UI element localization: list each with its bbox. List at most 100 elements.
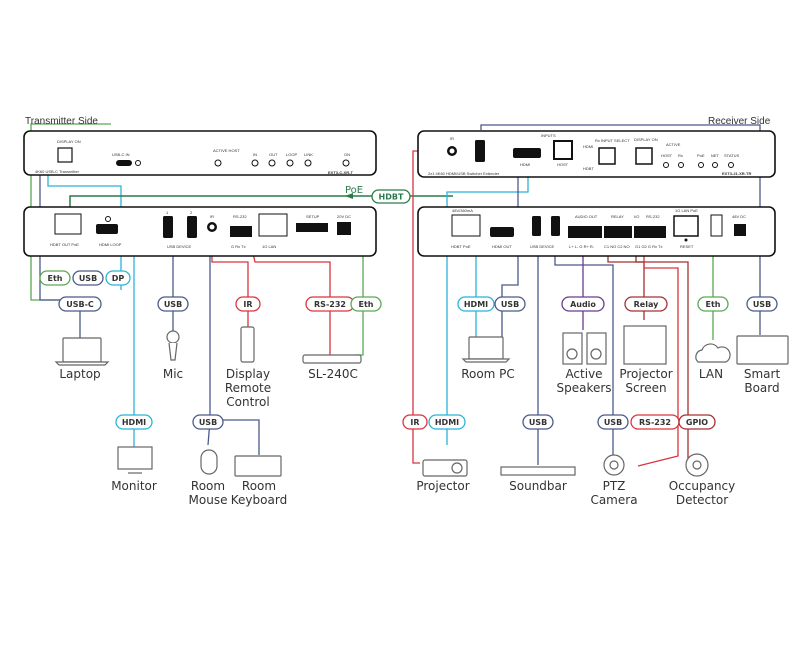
svg-text:IR: IR bbox=[450, 136, 454, 141]
svg-text:USB: USB bbox=[501, 300, 519, 309]
cable-label-rx-rs232: RS-232 bbox=[630, 414, 680, 430]
active-host-label: ACTIVE HOST bbox=[213, 148, 240, 153]
audio-out-port[interactable] bbox=[568, 226, 602, 238]
svg-text:USB: USB bbox=[529, 418, 547, 427]
svg-text:AUDIO OUT: AUDIO OUT bbox=[575, 214, 598, 219]
hdbt-out-port[interactable] bbox=[54, 213, 82, 235]
svg-text:USB: USB bbox=[199, 418, 217, 427]
rx-usb-port-1[interactable] bbox=[532, 216, 541, 236]
endpoint-label-monitor: Monitor bbox=[111, 479, 157, 493]
svg-text:48V/360mA: 48V/360mA bbox=[452, 208, 473, 213]
smart-board-icon bbox=[736, 335, 789, 365]
svg-text:1G LAN PoE: 1G LAN PoE bbox=[675, 208, 698, 213]
hdbt-in-port[interactable] bbox=[451, 214, 481, 237]
cable-usb-mouse bbox=[207, 228, 211, 446]
usb-c-in-label: USB-C IN bbox=[112, 152, 130, 157]
svg-text:DISPLAY ON: DISPLAY ON bbox=[634, 137, 658, 142]
endpoint-label-room-pc: Room PC bbox=[461, 367, 515, 381]
rx-lan-port[interactable] bbox=[673, 215, 699, 237]
rx-hdmi-input[interactable] bbox=[513, 148, 541, 158]
rx-input-select-button[interactable] bbox=[598, 147, 616, 165]
rx-front-usb-port[interactable] bbox=[475, 140, 485, 162]
svg-text:INPUTS: INPUTS bbox=[541, 133, 556, 138]
cable-label-rx-usb: USB bbox=[494, 296, 526, 312]
transmitter-side-label: Transmitter Side bbox=[25, 116, 98, 127]
svg-text:IN: IN bbox=[253, 152, 257, 157]
usb-port-2[interactable] bbox=[187, 216, 197, 238]
rx-setup-switch[interactable] bbox=[710, 214, 723, 237]
projector-screen-icon bbox=[623, 325, 667, 365]
tx-rs232-port[interactable] bbox=[230, 226, 252, 237]
endpoint-label-sl-240c: SL-240C bbox=[308, 367, 358, 381]
mic-icon bbox=[166, 330, 180, 361]
cable-label-rx-relay: Relay bbox=[624, 296, 668, 312]
svg-text:Eth: Eth bbox=[706, 300, 721, 309]
svg-text:LINK: LINK bbox=[304, 152, 313, 157]
svg-text:C1 NO C2 NO: C1 NO C2 NO bbox=[604, 244, 630, 249]
setup-dip-switch[interactable] bbox=[296, 223, 328, 232]
projector-icon bbox=[422, 459, 468, 477]
tx-lan-port[interactable] bbox=[258, 213, 288, 237]
svg-text:EXT3-21-XR-TR: EXT3-21-XR-TR bbox=[722, 171, 751, 176]
svg-text:NET: NET bbox=[711, 153, 720, 158]
io-rs232-port[interactable] bbox=[634, 226, 666, 238]
svg-text:STATUS: STATUS bbox=[724, 153, 740, 158]
svg-text:HDMI OUT: HDMI OUT bbox=[492, 244, 512, 249]
cable-label-rx-hdmi2: HDMI bbox=[428, 414, 466, 430]
endpoint-label-lan: LAN bbox=[699, 367, 723, 381]
rx-power-port[interactable] bbox=[734, 224, 746, 236]
svg-text:Audio: Audio bbox=[570, 300, 596, 309]
transmitter-front-panel: Transmitter Side DISPLAY ON 4K60 USB-C T… bbox=[23, 116, 377, 176]
cloud-icon bbox=[695, 343, 731, 363]
tx-reset-icon[interactable] bbox=[135, 160, 141, 166]
cable-label-tx-eth: Eth bbox=[39, 270, 71, 286]
svg-text:RS-232: RS-232 bbox=[646, 214, 660, 219]
svg-text:ON: ON bbox=[344, 152, 350, 157]
svg-text:OUT: OUT bbox=[269, 152, 278, 157]
tx-power-port[interactable] bbox=[337, 222, 351, 235]
svg-text:RS-232: RS-232 bbox=[639, 418, 671, 427]
cable-usb-keyboard bbox=[210, 419, 260, 455]
cable-label-rx-hdmi: HDMI bbox=[457, 296, 495, 312]
cable-usb-laptop-2 bbox=[39, 285, 68, 301]
svg-text:L+ L- G R+ R-: L+ L- G R+ R- bbox=[569, 244, 595, 249]
svg-text:IR: IR bbox=[243, 300, 252, 309]
svg-text:DP: DP bbox=[112, 274, 125, 283]
svg-text:Rx INPUT SELECT: Rx INPUT SELECT bbox=[595, 138, 630, 143]
svg-text:Eth: Eth bbox=[48, 274, 63, 283]
cable-label-tx-dp: DP bbox=[105, 270, 131, 286]
rx-hdmi-out-port[interactable] bbox=[490, 227, 514, 237]
rx-host-usb-b[interactable] bbox=[553, 140, 573, 160]
endpoint-label-laptop: Laptop bbox=[59, 367, 100, 381]
tx-model-label: EXT3-C-XR-T bbox=[328, 170, 353, 175]
poe-label: PoE bbox=[345, 185, 363, 196]
svg-text:Rx: Rx bbox=[678, 153, 683, 158]
svg-text:HDBT: HDBT bbox=[379, 193, 404, 202]
svg-text:48V DC: 48V DC bbox=[732, 214, 746, 219]
usb-port-1[interactable] bbox=[163, 216, 173, 238]
svg-text:SETUP: SETUP bbox=[306, 214, 320, 219]
ptz-camera-icon bbox=[603, 454, 625, 476]
svg-text:GPIO: GPIO bbox=[686, 418, 708, 427]
cable-label-tx-usb: USB bbox=[72, 270, 104, 286]
relay-port[interactable] bbox=[604, 226, 632, 238]
cable-label-tx-hdmi: HDMI bbox=[115, 414, 153, 430]
display-on-button[interactable] bbox=[57, 147, 73, 163]
rx-usb-port-2[interactable] bbox=[551, 216, 560, 236]
svg-text:USB: USB bbox=[79, 274, 97, 283]
cable-label-tx-usbc: USB-C bbox=[58, 296, 102, 312]
rx-display-on-button[interactable] bbox=[635, 147, 653, 165]
hdmi-loop-port[interactable] bbox=[96, 224, 118, 234]
cable-rs232-ptz bbox=[637, 240, 679, 467]
remote-control-icon bbox=[240, 326, 255, 363]
cable-label-tx-eth2: Eth bbox=[350, 296, 382, 312]
svg-text:IR: IR bbox=[210, 214, 214, 219]
cable-label-rx-ir: IR bbox=[402, 414, 428, 430]
usb-c-in-port[interactable] bbox=[116, 160, 132, 166]
svg-text:HDMI: HDMI bbox=[583, 144, 593, 149]
